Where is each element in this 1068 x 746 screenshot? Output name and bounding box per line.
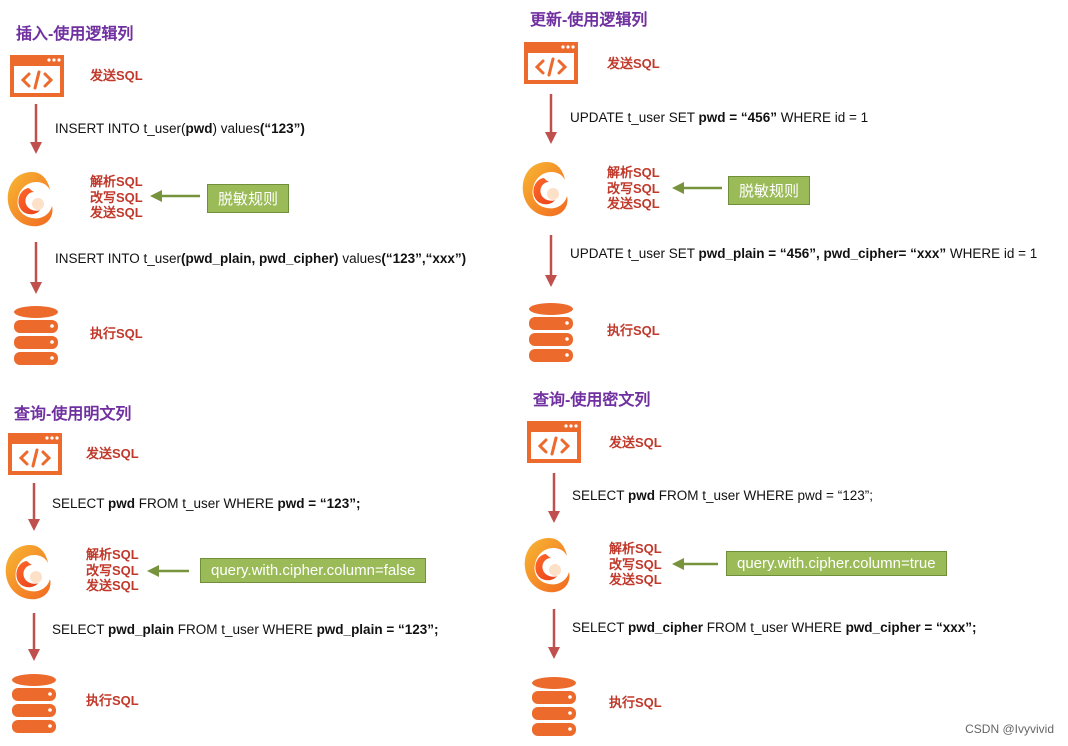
execute-sql-label: 执行SQL [90,326,143,341]
sql-statement-rewritten: SELECT pwd_cipher FROM t_user WHERE pwd_… [572,620,977,635]
process-steps-label: 解析SQL 改写SQL 发送SQL [609,541,662,587]
sql-statement-rewritten: INSERT INTO t_user(pwd_plain, pwd_cipher… [55,251,467,266]
flow-arrow-down [548,473,560,523]
process-steps-label: 解析SQL 改写SQL 发送SQL [86,547,139,593]
panel-title: 查询-使用明文列 [14,406,132,423]
code-window-icon [524,42,578,84]
shardingsphere-logo-icon [524,538,570,593]
masking-rule-box: 脱敏规则 [207,184,290,213]
panel-title: 查询-使用密文列 [533,392,651,409]
database-icon [529,303,573,362]
execute-sql-label: 执行SQL [86,693,139,708]
rule-arrow-left [150,190,200,202]
panel-title: 插入-使用逻辑列 [16,26,134,43]
shardingsphere-logo-icon [7,172,53,227]
code-window-icon [527,421,581,463]
send-sql-label: 发送SQL [607,56,660,71]
send-sql-label: 发送SQL [86,446,139,461]
flow-arrow-down [30,104,42,154]
rule-arrow-left [672,558,718,570]
rule-arrow-left [672,182,722,194]
sql-statement-original: SELECT pwd FROM t_user WHERE pwd = “123”… [572,488,873,503]
database-icon [532,677,576,736]
send-sql-label: 发送SQL [609,435,662,450]
execute-sql-label: 执行SQL [607,323,660,338]
sql-statement-original: INSERT INTO t_user(pwd) values(“123”) [55,121,305,136]
process-steps-label: 解析SQL 改写SQL 发送SQL [607,165,660,211]
execute-sql-label: 执行SQL [609,695,662,710]
shardingsphere-logo-icon [522,162,568,217]
send-sql-label: 发送SQL [90,68,143,83]
sql-statement-original: UPDATE t_user SET pwd = “456” WHERE id =… [570,110,869,125]
panel-update: 更新-使用逻辑列 发送SQL UPDATE t_user SET pwd = “… [516,0,1050,373]
code-window-icon [8,433,62,475]
code-window-icon [10,55,64,97]
panel-insert: 插入-使用逻辑列 发送SQL INSERT INTO t_user(pwd) v… [0,0,534,373]
panel-title: 更新-使用逻辑列 [530,12,648,29]
flow-arrow-down [545,94,557,144]
process-steps-label: 解析SQL 改写SQL 发送SQL [90,174,143,220]
flow-arrow-down [548,609,560,659]
panel-query-plain: 查询-使用明文列 发送SQL SELECT pwd FROM t_user WH… [0,373,534,746]
rule-arrow-left [147,565,189,577]
flow-arrow-down [30,242,42,294]
flow-arrow-down [545,235,557,287]
shardingsphere-logo-icon [5,545,51,600]
flow-arrow-down [28,483,40,531]
masking-rule-box: 脱敏规则 [728,176,811,205]
query-config-box: query.with.cipher.column=true [726,551,947,576]
sql-statement-rewritten: UPDATE t_user SET pwd_plain = “456”, pwd… [570,246,1038,261]
database-icon [14,306,58,365]
database-icon [12,674,56,733]
panel-query-cipher: 查询-使用密文列 发送SQL SELECT pwd FROM t_user WH… [516,373,1050,746]
sql-statement-rewritten: SELECT pwd_plain FROM t_user WHERE pwd_p… [52,622,439,637]
watermark: CSDN @Ivyvivid [965,722,1054,736]
sql-statement-original: SELECT pwd FROM t_user WHERE pwd = “123”… [52,496,361,511]
query-config-box: query.with.cipher.column=false [200,558,427,583]
flow-arrow-down [28,613,40,661]
